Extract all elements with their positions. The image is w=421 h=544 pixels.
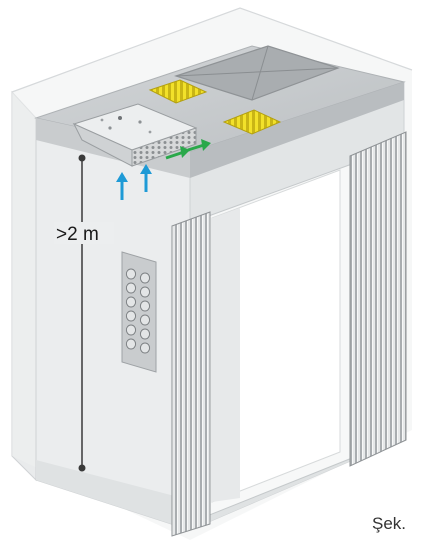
control-panel-button [139,342,151,354]
airflow-out-arrow [165,146,190,160]
roof-vent-right [222,109,282,135]
roof-vent-left [148,79,208,104]
door-opening [191,163,353,523]
control-panel-button [125,282,137,294]
control-panel-buttons [125,268,151,354]
control-panel [121,251,157,373]
control-panel-button [139,328,151,340]
roof-hatch [174,45,340,101]
control-panel-button [125,310,137,322]
height-dimension [54,154,114,472]
height-label: >2 m [56,224,99,245]
airflow-out-arrows [165,139,211,160]
control-panel-button [139,300,151,312]
control-panel-button [125,338,137,350]
airflow-in-arrows [116,164,152,200]
control-panel-button [125,324,137,336]
control-panel-button [139,272,151,284]
airflow-in-arrow [116,172,128,200]
figure-caption: Şek. [372,514,406,533]
cabin-floor [36,420,404,530]
airflow-in-arrow [140,164,152,192]
control-panel-button [139,314,151,326]
control-panel-button [125,296,137,308]
ac-unit [72,103,198,167]
door-panel-left [171,211,211,537]
door-panel-right [349,131,407,467]
control-panel-button [139,286,151,298]
control-panel-button [125,268,137,280]
airflow-out-arrow [187,139,211,152]
